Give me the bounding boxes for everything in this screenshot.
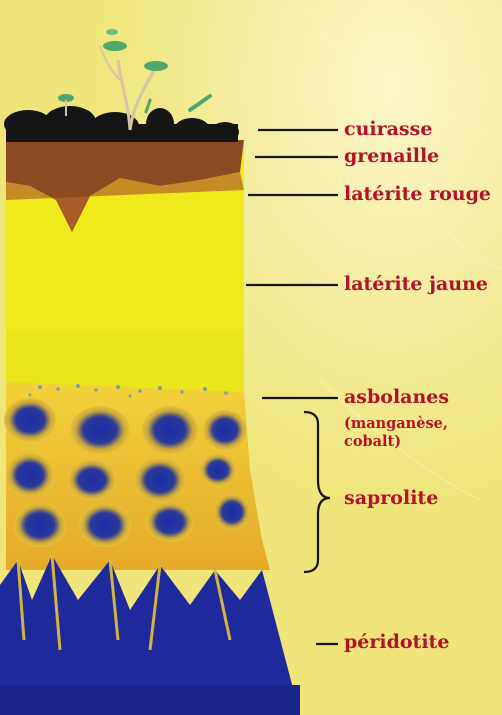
label-asbolanes-detail-1: (manganèse, — [344, 415, 448, 432]
label-laterite-rouge: latérite rouge — [344, 185, 491, 204]
label-saprolite: saprolite — [344, 489, 438, 508]
label-asbolanes: asbolanes — [344, 388, 449, 407]
label-peridotite: péridotite — [344, 633, 449, 652]
label-laterite-jaune: latérite jaune — [344, 275, 488, 294]
label-cuirasse: cuirasse — [344, 120, 432, 139]
label-asbolanes-detail-2: cobalt) — [344, 433, 401, 450]
label-grenaille: grenaille — [344, 147, 439, 166]
